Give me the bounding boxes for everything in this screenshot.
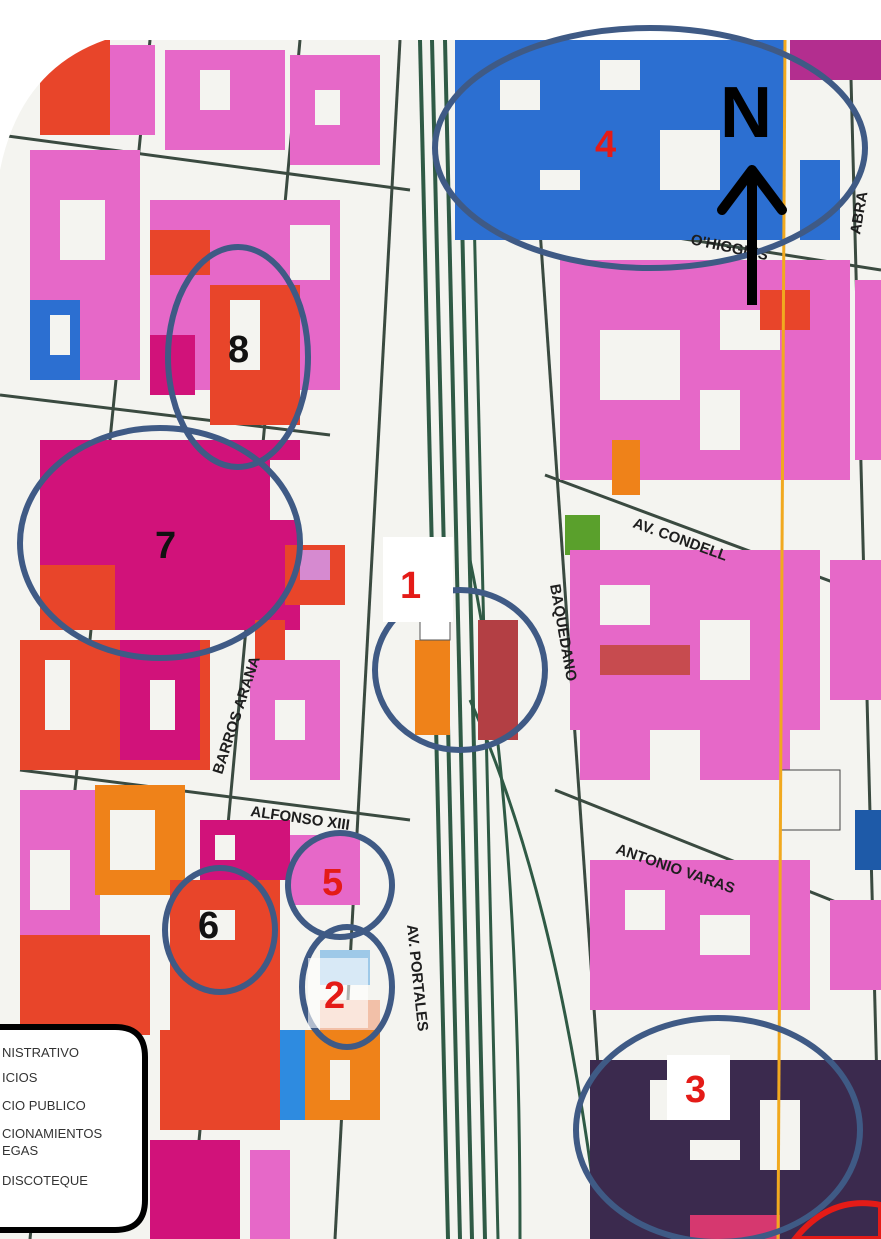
- legend-item: DISCOTEQUE: [2, 1173, 88, 1188]
- marker-2: 2: [324, 975, 345, 1017]
- block-e-1: [565, 515, 881, 870]
- marker-7: 7: [155, 525, 176, 567]
- circle-area-7: [17, 425, 303, 661]
- block-sw-1: [20, 785, 380, 1239]
- circle-area-4: [432, 25, 868, 271]
- circle-area-1: [372, 587, 548, 753]
- north-label: N: [720, 73, 772, 153]
- circle-area-2: [299, 924, 395, 1050]
- legend: NISTRATIVO ICIOS CIO PUBLICO CIONAMIENTO…: [0, 1024, 148, 1233]
- circle-area-3: [573, 1015, 863, 1239]
- marker-3: 3: [685, 1069, 706, 1111]
- circle-area-8: [165, 244, 311, 470]
- marker-5: 5: [322, 862, 343, 904]
- markers: 1 2 3 4 5 6 7 8: [155, 124, 706, 1111]
- legend-item: CIO PUBLICO: [2, 1098, 86, 1113]
- block-ne-1: [455, 40, 881, 240]
- marker-8: 8: [228, 329, 249, 371]
- block-ne-2: [560, 260, 881, 495]
- marker-4: 4: [595, 124, 616, 166]
- block-nw-1: [40, 40, 380, 165]
- marker-1: 1: [400, 565, 421, 607]
- block-se-2: [590, 1060, 881, 1239]
- highlight-circles: [17, 25, 868, 1239]
- circle-area-5: [285, 830, 395, 940]
- legend-item: NISTRATIVO: [2, 1045, 79, 1060]
- circle-area-6: [162, 865, 278, 995]
- north-arrow: N: [717, 73, 787, 305]
- block-se-1: [590, 860, 881, 1010]
- legend-item: CIONAMIENTOS: [2, 1126, 102, 1141]
- legend-item: EGAS: [2, 1143, 38, 1158]
- marker-6: 6: [198, 905, 219, 947]
- station-buildings: [415, 614, 518, 740]
- block-w-1: [20, 440, 345, 780]
- legend-item: ICIOS: [2, 1070, 38, 1085]
